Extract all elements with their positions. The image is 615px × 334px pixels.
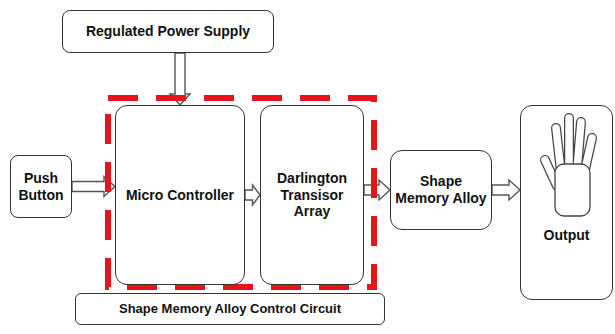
node-body: Push Button (11, 156, 71, 217)
circuit-region: Shape Memory Alloy Control CircuitMicro … (105, 95, 377, 290)
power-supply-box: Regulated Power Supply (62, 10, 274, 53)
finger (577, 122, 581, 170)
input-box: Push Button (10, 155, 72, 218)
hand-palm (555, 164, 590, 216)
node-body: Output (521, 106, 612, 299)
region-label-box: Shape Memory Alloy Control Circuit (75, 293, 385, 325)
node-label: Darlington Transisor Array (265, 170, 359, 220)
dashed-outline-rect (108, 98, 374, 287)
node-label: Shape Memory Alloy (395, 173, 487, 207)
node-body: Micro Controller (116, 106, 244, 284)
node-label: Micro Controller (126, 187, 234, 204)
output-box: Output (520, 105, 613, 300)
controller-box: Micro Controller (115, 105, 245, 285)
driver-box: Darlington Transisor Array (260, 105, 364, 285)
finger (564, 118, 574, 170)
node-body: Regulated Power Supply (63, 11, 273, 52)
actuator-box: Shape Memory Alloy (390, 150, 492, 230)
finger (565, 118, 573, 170)
node-body: Darlington Transisor Array (261, 106, 363, 284)
block-arrow (364, 180, 390, 200)
region-label: Shape Memory Alloy Control Circuit (119, 301, 341, 317)
finger (577, 122, 581, 170)
node-body: Shape Memory Alloy (391, 151, 491, 229)
node-label: Regulated Power Supply (86, 23, 250, 40)
node-label: Output (544, 227, 590, 244)
node-label: Push Button (15, 170, 67, 204)
block-arrow (245, 185, 260, 205)
block-arrow (492, 180, 520, 200)
